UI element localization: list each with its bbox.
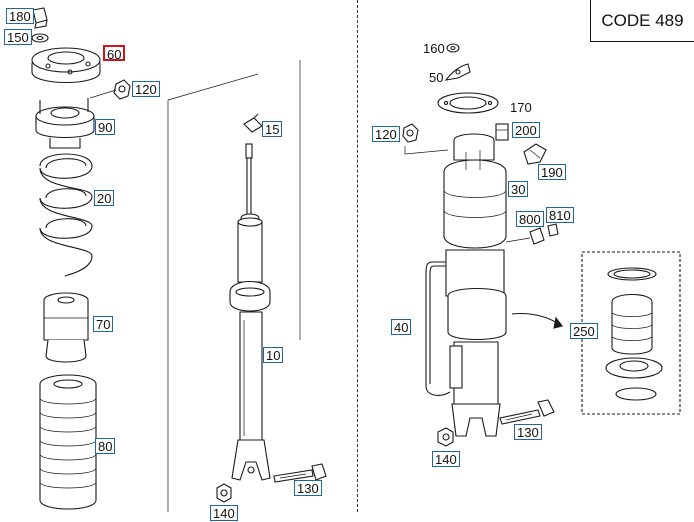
detail-box-250-drawing (581, 251, 681, 415)
top-mount-60-drawing (31, 47, 101, 84)
callout-30[interactable]: 30 (508, 181, 529, 197)
bump-stop-70-drawing (43, 292, 89, 363)
washer-160-drawing (446, 43, 460, 53)
air-strut-30-drawing (443, 133, 507, 437)
label-160: 160 (423, 41, 445, 56)
valve-190-drawing (523, 143, 547, 165)
nut-120-right-drawing (402, 123, 419, 143)
strut-10-drawing (229, 143, 271, 481)
spring-seat-90-drawing (35, 98, 95, 149)
wire-40-drawing (425, 261, 451, 396)
callout-20[interactable]: 20 (94, 190, 115, 206)
callout-130-left[interactable]: 130 (294, 480, 322, 496)
callout-800[interactable]: 800 (516, 211, 544, 227)
nut-180-drawing (32, 7, 48, 29)
washer-150-drawing (31, 33, 49, 43)
callout-810[interactable]: 810 (546, 207, 574, 223)
callout-70[interactable]: 70 (93, 316, 114, 332)
callout-130-right[interactable]: 130 (514, 424, 542, 440)
fitting-200-drawing (495, 123, 509, 141)
callout-10[interactable]: 10 (263, 347, 284, 363)
callout-120-right[interactable]: 120 (372, 126, 400, 142)
callout-140-left[interactable]: 140 (210, 505, 238, 521)
callout-140-right[interactable]: 140 (432, 451, 460, 467)
callout-180[interactable]: 180 (6, 8, 34, 24)
coil-spring-20-drawing (39, 153, 93, 277)
callout-60[interactable]: 60 (103, 45, 126, 62)
callout-150[interactable]: 150 (4, 29, 32, 45)
plate-170-drawing (437, 92, 499, 114)
code-box: CODE 489 (590, 0, 694, 42)
callout-250[interactable]: 250 (570, 323, 598, 339)
label-50: 50 (429, 70, 444, 85)
bolt-130-left-drawing (273, 463, 327, 483)
nut-120-left-drawing (113, 79, 131, 100)
callout-190[interactable]: 190 (538, 164, 566, 180)
label-170: 170 (510, 100, 532, 115)
nut-140-left-drawing (216, 483, 232, 503)
bolt-130-right-drawing (499, 399, 555, 425)
callout-90[interactable]: 90 (95, 119, 116, 135)
callout-40[interactable]: 40 (391, 319, 412, 335)
callout-80[interactable]: 80 (95, 438, 116, 454)
clip-15-drawing (243, 113, 263, 133)
sensor-800-drawing (505, 223, 559, 245)
section-divider (357, 0, 358, 512)
callout-200[interactable]: 200 (512, 122, 540, 138)
dust-boot-80-drawing (39, 374, 97, 510)
callout-120-left[interactable]: 120 (132, 81, 160, 97)
callout-15[interactable]: 15 (262, 121, 283, 137)
bracket-50-drawing (444, 63, 471, 81)
nut-140-right-drawing (437, 427, 454, 447)
